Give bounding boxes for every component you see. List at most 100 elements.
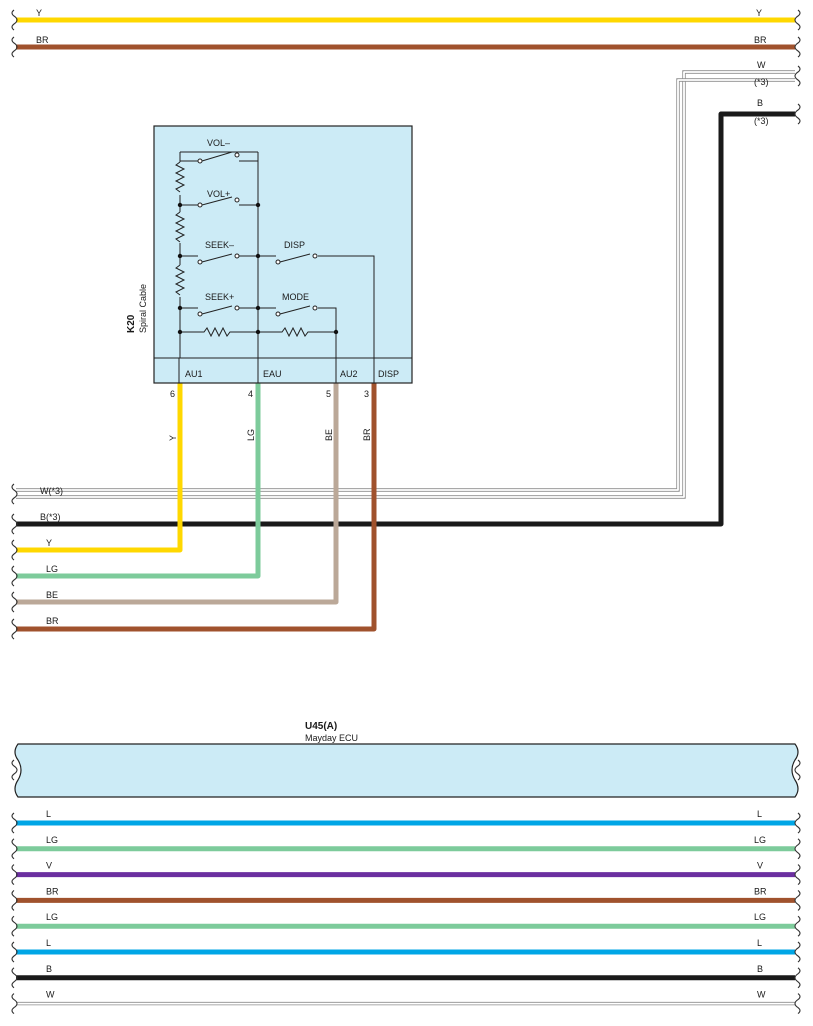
top-wire-b-label: B: [757, 98, 763, 108]
wire-au1-y: [16, 383, 183, 553]
bottom-left-break-5: [11, 941, 18, 963]
mid-wire-y-label: Y: [46, 538, 52, 548]
bottom-left-break-4: [11, 915, 18, 937]
bottom-left-break-1: [11, 838, 18, 860]
k20-id-label: K20: [126, 314, 137, 333]
top-right-break-b: [794, 103, 801, 125]
wire-eau-lg: [16, 383, 261, 579]
u45-right-break: [794, 759, 801, 781]
switch-seek-plus-label: SEEK+: [205, 292, 234, 302]
switch-mode-label: MODE: [282, 292, 309, 302]
bottom-wire-labels: L L LG LG V V BR BR LG LG L L B B W W: [46, 809, 767, 1000]
pin-5-label: 5: [326, 389, 331, 399]
bottom-right-break-2: [794, 864, 801, 886]
top-wire-y-right-label: Y: [756, 8, 762, 18]
top-wire-br-left-label: BR: [36, 35, 49, 45]
vertical-wire-br-label: BR: [362, 428, 372, 441]
bottom-right-break-0: [794, 812, 801, 834]
k20-spiral-cable: VOL– VOL+ SEEK– DISP SEEK+ MODE AU1 EAU …: [126, 125, 413, 441]
mid-left-break-1: [11, 513, 18, 535]
bottom-right-break-7: [794, 993, 801, 1015]
vertical-wire-lg-label: LG: [246, 429, 256, 441]
mid-left-break-0: [11, 483, 18, 505]
bottom-wire-0-left-label: L: [46, 809, 51, 819]
terminal-au1-label: AU1: [185, 369, 203, 379]
mid-wire-b-label: B(*3): [40, 512, 61, 522]
bottom-wire-5-right-label: L: [757, 938, 762, 948]
mid-wire-br-label: BR: [46, 616, 59, 626]
bottom-wire-5-left-label: L: [46, 938, 51, 948]
bottom-right-break-1: [794, 838, 801, 860]
top-right-break-br: [794, 36, 801, 58]
bottom-right-break-5: [794, 941, 801, 963]
wire-au2-be: [16, 383, 339, 605]
switch-vol-minus-label: VOL–: [207, 138, 230, 148]
switch-vol-plus-label: VOL+: [207, 189, 230, 199]
bottom-left-break-3: [11, 889, 18, 911]
bottom-left-break-7: [11, 993, 18, 1015]
pin-6-label: 6: [170, 389, 175, 399]
top-wire-y-left-label: Y: [36, 8, 42, 18]
bottom-right-break-4: [794, 915, 801, 937]
mid-wire-be-label: BE: [46, 590, 58, 600]
top-left-break-br: [11, 36, 18, 58]
mid-left-break-3: [11, 565, 18, 587]
bottom-wire-7-right-label: W: [757, 990, 766, 1000]
resistor-2: [174, 211, 186, 243]
wire-w-route-2: [16, 79, 795, 491]
bottom-left-break-0: [11, 812, 18, 834]
top-right-break-y: [794, 9, 801, 31]
u45-left-break: [11, 759, 18, 781]
terminal-eau-label: EAU: [263, 369, 282, 379]
k20-internal-circuit: [174, 151, 375, 358]
pin-4-label: 4: [248, 389, 253, 399]
bottom-wire-4-left-label: LG: [46, 912, 58, 922]
bottom-wire-1-right-label: LG: [754, 835, 766, 845]
bottom-wire-4-right-label: LG: [754, 912, 766, 922]
wire-b-route: [16, 111, 795, 527]
resistor-1: [174, 161, 186, 193]
mid-left-break-5: [11, 618, 18, 640]
top-wire-w-sublabel: (*3): [754, 77, 769, 87]
wires-layer: [11, 9, 801, 1015]
bottom-left-break-6: [11, 967, 18, 989]
bottom-wire-2-right-label: V: [757, 861, 763, 871]
k20-body: [153, 125, 413, 384]
bottom-wire-3-left-label: BR: [46, 886, 59, 896]
mid-wire-w-label: W(*3): [40, 486, 63, 496]
mid-wire-lg-label: LG: [46, 564, 58, 574]
switch-disp-label: DISP: [284, 240, 305, 250]
u45-name-label: Mayday ECU: [305, 733, 358, 743]
bottom-wire-1-left-label: LG: [46, 835, 58, 845]
wire-disp-br: [16, 383, 377, 632]
resistor-4: [180, 326, 258, 338]
switch-seek-minus-label: SEEK–: [205, 240, 234, 250]
terminal-au2-label: AU2: [340, 369, 358, 379]
bottom-left-break-2: [11, 864, 18, 886]
bottom-wire-3-right-label: BR: [754, 886, 767, 896]
bottom-wire-6-left-label: B: [46, 964, 52, 974]
top-wire-labels: Y Y BR BR W (*3) B (*3): [36, 8, 769, 126]
mid-left-break-2: [11, 539, 18, 561]
u45-id-label: U45(A): [305, 721, 337, 732]
top-wire-w-label: W: [757, 60, 766, 70]
vertical-wire-y-label: Y: [168, 435, 178, 441]
resistor-5: [258, 326, 336, 338]
bottom-right-break-3: [794, 889, 801, 911]
bottom-wire-7-left-label: W: [46, 990, 55, 1000]
top-right-break-w: [794, 65, 801, 87]
junction-dots: [177, 202, 339, 335]
bottom-wire-6-right-label: B: [757, 964, 763, 974]
bottom-wire-0-right-label: L: [757, 809, 762, 819]
pin-3-label: 3: [364, 389, 369, 399]
mid-wire-labels: W(*3) B(*3) Y LG BE BR: [40, 486, 63, 626]
bottom-right-break-6: [794, 967, 801, 989]
u45-body: [14, 743, 799, 798]
resistor-3: [174, 264, 186, 296]
top-wire-b-sublabel: (*3): [754, 116, 769, 126]
bottom-wire-2-left-label: V: [46, 861, 52, 871]
wire-w-route: [16, 71, 795, 498]
k20-name-label: Spiral Cable: [138, 284, 148, 333]
mid-left-break-4: [11, 591, 18, 613]
